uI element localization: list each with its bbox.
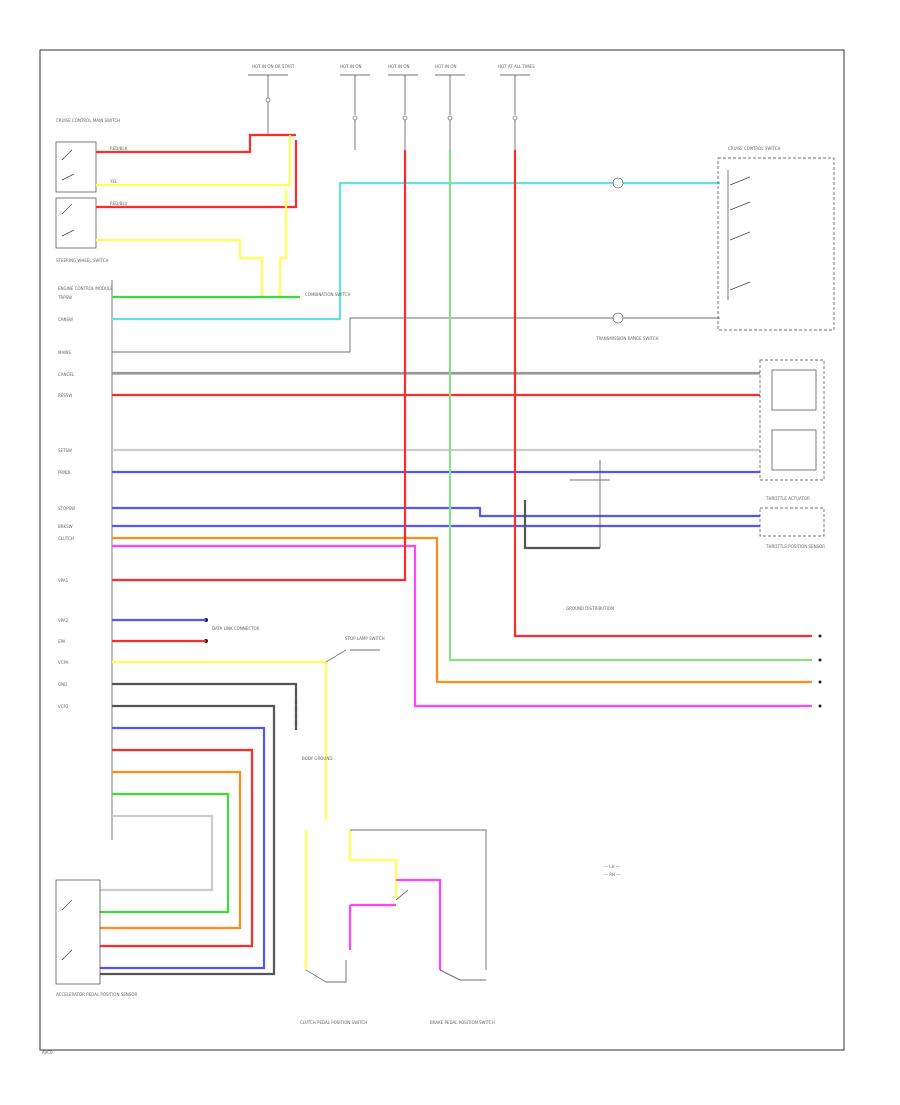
fuse-label-5: HOT AT ALL TIMES [498, 64, 535, 69]
combination-switch-label: COMBINATION SWITCH [305, 292, 350, 297]
cruise-main-switch-label: CRUISE CONTROL MAIN SWITCH [56, 118, 120, 123]
ecm-pin-label: VPA1 [58, 578, 69, 583]
ecm-pin-labels: TRPSW CANSW MAINS CANCEL RESSW SETSW PRNDL STOP… [57, 295, 75, 709]
brake-pedal-label: BRAKE PEDAL POSITION SWITCH [430, 1020, 495, 1025]
fuse-label-2: HOT IN ON [340, 64, 361, 69]
ecm-pin-label: VPA2 [58, 618, 69, 623]
ecm-pin-label: EPA [58, 639, 66, 644]
throttle-sensor-label: THROTTLE POSITION SENSOR [765, 544, 825, 549]
ecm-pin-label: MAINS [58, 350, 71, 355]
ecm-block: ENGINE CONTROL MODULE [58, 280, 113, 840]
ground-label: GROUND DISTRIBUTION [566, 606, 614, 611]
ecm-pin-label: CANCEL [58, 372, 75, 377]
fuse-feeds: HOT IN ON OR START HOT IN ON HOT IN ON H… [248, 64, 535, 150]
clutch-pedal-label: CLUTCH PEDAL POSITION SWITCH [300, 1020, 367, 1025]
diagram-frame [39, 49, 845, 1051]
cruise-main-switch: CRUISE CONTROL MAIN SWITCH [55, 118, 120, 193]
fuse-label-4: HOT IN ON [435, 64, 456, 69]
continuation-markers [818, 634, 822, 708]
throttle-actuator-box: THROTTLE ACTUATOR [759, 359, 825, 501]
body-ground-label: BODY GROUND [302, 756, 332, 761]
steering-wheel-switch: STEERING WHEEL SWITCH [55, 197, 109, 263]
data-link-label: DATA LINK CONNECTOR [212, 626, 260, 631]
ecm-pin-label: SETSW [58, 448, 72, 453]
throttle-actuator-label: THROTTLE ACTUATOR [765, 496, 810, 501]
ecm-pin-label: RESSW [58, 393, 72, 398]
ecm-pin-label: STOPSW [58, 506, 75, 511]
ecm-pin-label: BRKSW [58, 524, 73, 529]
steering-switch-label: STEERING WHEEL SWITCH [56, 258, 109, 263]
fuse-label-3: HOT IN ON [388, 64, 409, 69]
wire-code-red-blu: RED/BLU [110, 201, 128, 206]
ecm-pin-label: GND [58, 682, 67, 687]
ecm-pin-label: VCP2 [58, 704, 69, 709]
accel-pedal-label: ACCELERATOR PEDAL POSITION SENSOR [56, 992, 137, 997]
diagram-id-label: AVC0 [42, 1050, 53, 1055]
connector-c1 [612, 177, 624, 189]
ecm-pin-label: CANSW [58, 317, 73, 322]
transmission-range-label: TRANSMISSION RANGE SWITCH [595, 336, 659, 341]
connector-c2 [612, 312, 624, 324]
cruise-control-switch-box: CRUISE CONTROL SWITCH [717, 146, 835, 331]
cruise-switch-label: CRUISE CONTROL SWITCH [728, 146, 781, 151]
wire-code-red-blk: RED/BLK [110, 146, 128, 151]
ecm-pin-label: CLUTCH [58, 536, 74, 541]
ecm-pin-label: TRPSW [57, 295, 72, 300]
wire-code-yel: YEL [109, 179, 118, 184]
ecm-label: ENGINE CONTROL MODULE [58, 286, 113, 291]
stop-lamp-label: STOP LAMP SWITCH [345, 636, 385, 641]
throttle-sensor-box: THROTTLE POSITION SENSOR [759, 507, 825, 549]
ecm-pin-label: PRNDL [58, 470, 72, 475]
accelerator-sensor-box: ACCELERATOR PEDAL POSITION SENSOR [55, 879, 137, 997]
ecm-pin-label: VCPA [58, 660, 69, 665]
legend-b: — RH — [604, 872, 620, 877]
fuse-label-1: HOT IN ON OR START [252, 64, 295, 69]
legend-a: — LH — [604, 864, 620, 869]
